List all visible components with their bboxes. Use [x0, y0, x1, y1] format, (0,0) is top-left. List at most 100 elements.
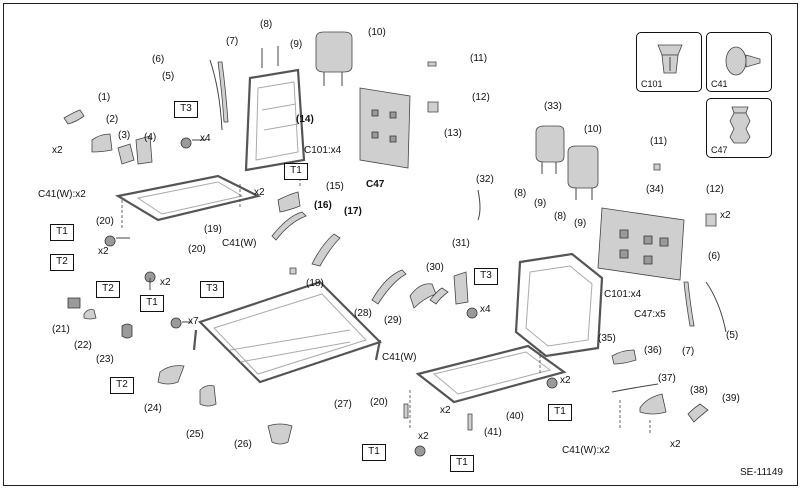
back-panel-left	[359, 87, 411, 169]
callout-9-right-a: (9)	[534, 198, 547, 209]
legend-c41-label: C41	[711, 79, 728, 89]
callout-22: (22)	[74, 340, 92, 351]
part-16	[271, 211, 307, 241]
callout-10: (10)	[368, 27, 386, 38]
qty-x4-a: x4	[200, 133, 211, 144]
callout-3: (3)	[118, 130, 131, 141]
callout-6-right: (6)	[708, 251, 721, 262]
qty-x2-right-c: x2	[440, 405, 451, 416]
callout-34: (34)	[646, 184, 664, 195]
part-18	[289, 267, 297, 275]
clip-c41w-left: C41(W)	[222, 238, 257, 249]
callout-26: (26)	[234, 439, 252, 450]
torque-t1-d: T1	[548, 404, 572, 421]
bolts-left	[104, 137, 192, 329]
callout-15: (15)	[326, 181, 344, 192]
qty-x2-a: x2	[52, 145, 63, 156]
callout-39: (39)	[722, 393, 740, 404]
callout-30: (30)	[426, 262, 444, 273]
part-25	[199, 385, 217, 407]
callout-21: (21)	[52, 324, 70, 335]
torque-t2-b: T2	[96, 281, 120, 298]
torque-t1-e: T1	[362, 444, 386, 461]
callout-9: (9)	[290, 39, 303, 50]
torque-t3-c: T3	[474, 268, 498, 285]
clip-c47-left: C47	[366, 179, 385, 190]
legend-c101-label: C101	[641, 79, 663, 89]
rod-7-left	[217, 61, 229, 123]
callout-10-right: (10)	[584, 124, 602, 135]
torque-t3-b: T3	[200, 281, 224, 298]
callout-18: (18)	[306, 278, 324, 289]
callout-17: (17)	[344, 206, 362, 217]
callout-11-right: (11)	[650, 136, 668, 147]
qty-x4-right: x4	[480, 304, 491, 315]
legend-c41: C41	[706, 32, 772, 92]
part-37	[611, 383, 659, 393]
callout-11: (11)	[470, 53, 488, 64]
clip-c47-x5-right: C47:x5	[634, 309, 666, 320]
clip-c41w-x2-right: C41(W):x2	[562, 445, 610, 456]
part-41	[467, 413, 473, 431]
callout-8-right-b: (8)	[554, 211, 567, 222]
callout-24: (24)	[144, 403, 162, 414]
cable-5-left	[209, 59, 223, 131]
callout-32: (32)	[476, 174, 494, 185]
torque-t3-a: T3	[174, 101, 198, 118]
callout-33: (33)	[544, 101, 562, 112]
part-11-left	[427, 61, 437, 67]
qty-x2-right-a: x2	[720, 210, 731, 221]
callout-19: (19)	[204, 224, 222, 235]
back-panel-right	[597, 207, 685, 281]
legend-c47-label: C47	[711, 145, 728, 155]
part-17	[311, 233, 341, 267]
callout-8: (8)	[260, 19, 273, 30]
callout-20b: (20)	[188, 244, 206, 255]
part-24	[157, 365, 185, 385]
part-36	[611, 349, 637, 365]
callout-2: (2)	[106, 114, 119, 125]
part-38	[639, 393, 667, 415]
callout-12-right: (12)	[706, 184, 724, 195]
part-30	[429, 287, 449, 305]
callout-31: (31)	[452, 238, 470, 249]
clip-c41-icon	[725, 46, 761, 76]
cushion-frame-right	[415, 344, 567, 404]
torque-t1-b: T1	[50, 224, 74, 241]
callout-7-right: (7)	[682, 346, 695, 357]
torque-t2-c: T2	[110, 377, 134, 394]
part-32	[477, 189, 481, 221]
callout-20a: (20)	[96, 216, 114, 227]
callout-5-right: (5)	[726, 330, 739, 341]
torque-t1-a: T1	[284, 163, 308, 180]
qty-x2-b: x2	[254, 187, 265, 198]
part-3	[117, 143, 135, 165]
callout-35: (35)	[598, 333, 616, 344]
qty-x2-right-b: x2	[560, 375, 571, 386]
part-1	[63, 109, 85, 125]
callout-23: (23)	[96, 354, 114, 365]
torque-t1-c: T1	[140, 295, 164, 312]
part-28	[371, 269, 407, 305]
callout-6: (6)	[152, 54, 165, 65]
cushion-frame-left	[114, 174, 262, 222]
callout-5: (5)	[162, 71, 175, 82]
part-39	[687, 403, 709, 423]
callout-7: (7)	[226, 36, 239, 47]
callout-36: (36)	[644, 345, 662, 356]
callout-4: (4)	[144, 132, 157, 143]
part-4	[135, 135, 153, 165]
seat-rail-frame	[192, 280, 383, 384]
callout-1: (1)	[98, 92, 111, 103]
qty-x2-c: x2	[98, 246, 109, 257]
headrests-right	[535, 125, 599, 200]
seatback-frame-left	[244, 46, 306, 172]
clip-c101-x4-left: C101:x4	[304, 145, 342, 156]
clip-c101-x4-right: C101:x4	[604, 289, 642, 300]
callout-41: (41)	[484, 427, 502, 438]
clip-c101-icon	[657, 44, 683, 74]
part-31	[453, 271, 469, 305]
qty-x2-d: x2	[160, 277, 171, 288]
